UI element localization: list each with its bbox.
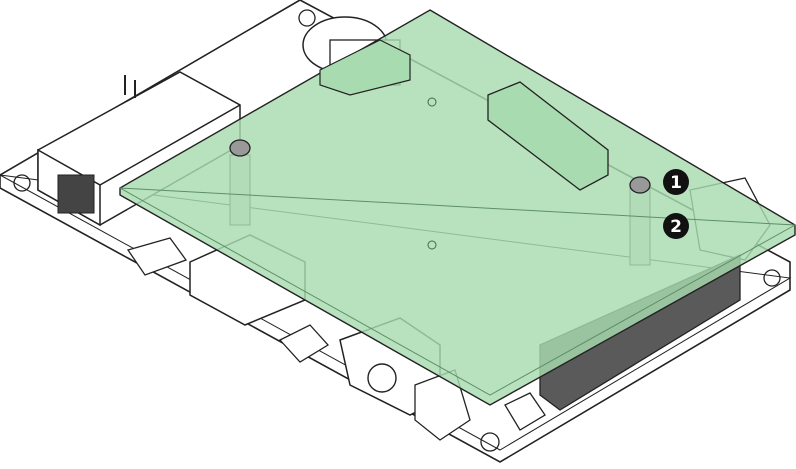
mount-hole-icon <box>480 432 500 452</box>
ethernet-jack <box>37 71 241 227</box>
mount-hole-icon <box>298 9 316 27</box>
callout-2: 2 <box>663 213 689 239</box>
callout-1: 1 <box>663 169 689 195</box>
mount-hole-icon <box>763 269 781 287</box>
add-on-board <box>119 9 796 406</box>
callout-label: 2 <box>670 217 682 237</box>
mount-hole-icon <box>13 174 31 192</box>
screw-icon <box>629 176 651 194</box>
screw-icon <box>229 139 251 157</box>
callout-label: 1 <box>670 173 682 193</box>
